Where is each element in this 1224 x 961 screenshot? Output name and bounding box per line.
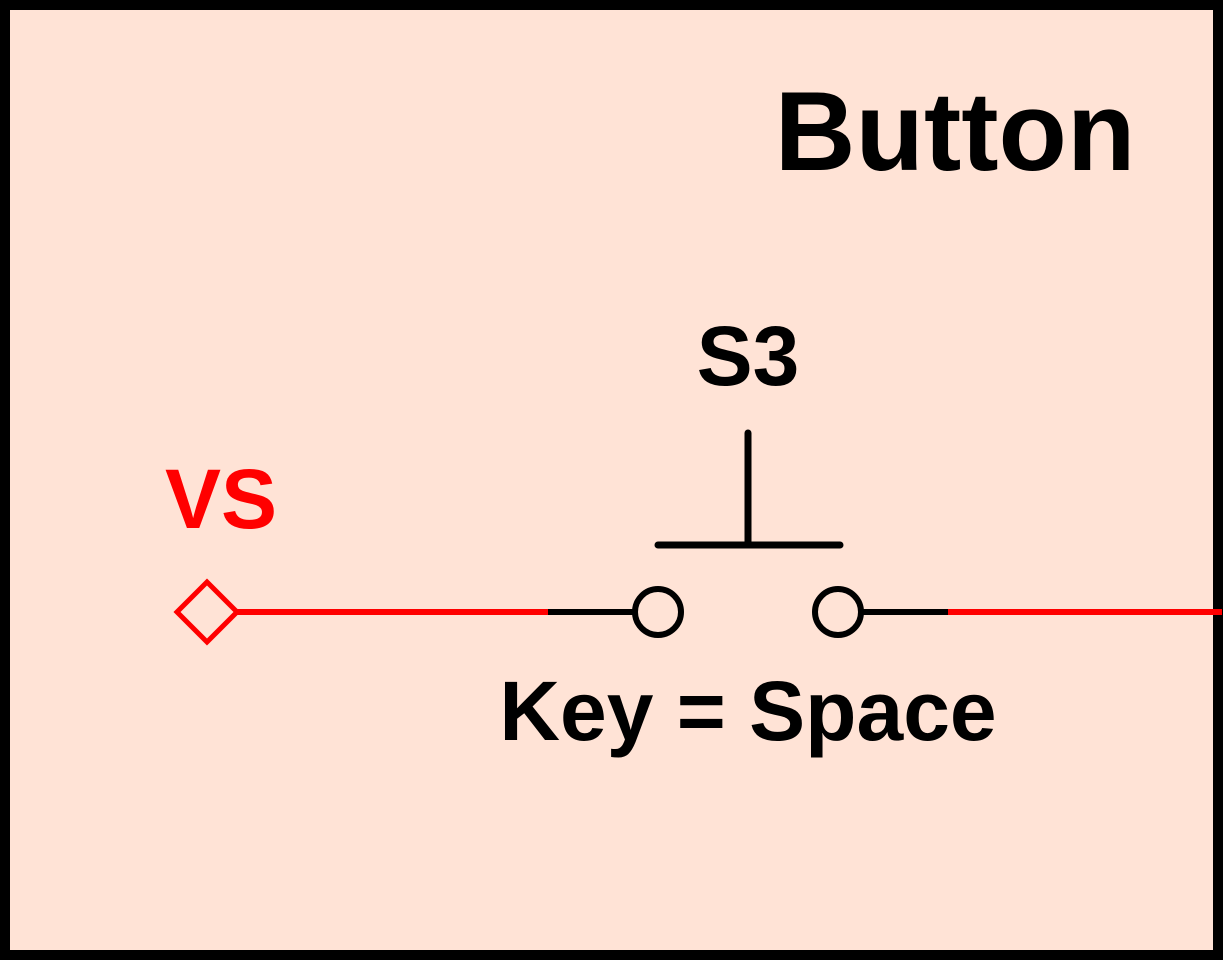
diagram-title: Button [775,69,1136,194]
push-button-switch-icon[interactable] [654,429,844,549]
key-label: Key = Space [499,664,996,758]
net-label: VS [165,452,277,546]
switch-contact-left [632,586,684,638]
diamond-terminal-icon[interactable] [173,578,241,646]
component-label: S3 [697,309,800,403]
switch-contact-right [812,586,864,638]
